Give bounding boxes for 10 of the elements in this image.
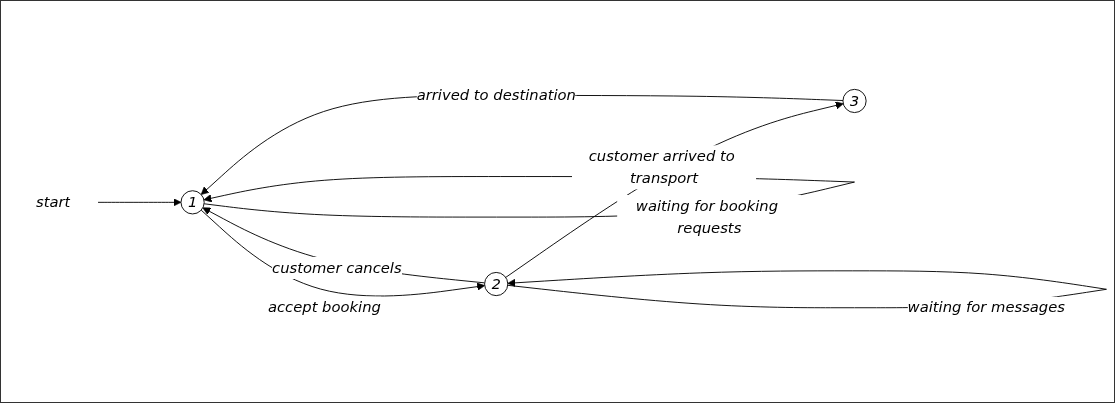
edge-label: arrived to destination	[416, 86, 576, 104]
node-circle: 3	[842, 88, 867, 113]
edge-label: accept booking	[267, 298, 381, 316]
edge-label: waiting for booking requests	[635, 196, 779, 237]
node-circle: 1	[180, 190, 205, 215]
edge-label: customer arrived to transport	[588, 147, 735, 187]
node-text: start	[36, 193, 71, 211]
node-circle: 2	[484, 271, 509, 296]
edge-label: customer cancels	[272, 258, 402, 277]
edge-label: waiting for messages	[907, 298, 1065, 316]
